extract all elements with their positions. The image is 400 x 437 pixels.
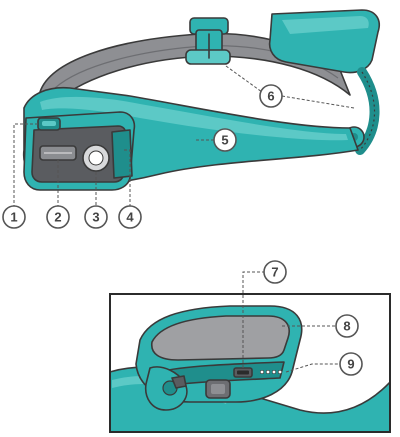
top-pad bbox=[151, 315, 290, 361]
svg-text:2: 2 bbox=[54, 210, 61, 225]
svg-text:5: 5 bbox=[221, 133, 228, 148]
svg-text:4: 4 bbox=[126, 210, 134, 225]
charge-indicator-dots bbox=[259, 369, 282, 374]
callout-7: 7 bbox=[263, 260, 287, 284]
svg-text:6: 6 bbox=[267, 89, 274, 104]
callout-9: 9 bbox=[339, 352, 363, 376]
lamp-housing bbox=[23, 111, 136, 191]
detail-panel: 7 8 9 bbox=[109, 260, 391, 433]
callout-6: 6 bbox=[259, 84, 283, 108]
svg-text:8: 8 bbox=[343, 319, 350, 334]
svg-text:3: 3 bbox=[92, 210, 99, 225]
battery-detail-illustration bbox=[111, 305, 389, 431]
rear-battery-pack bbox=[268, 9, 380, 74]
svg-text:9: 9 bbox=[347, 357, 354, 372]
callouts-top: 1 2 3 4 5 6 bbox=[2, 65, 355, 229]
callout-1: 1 bbox=[2, 205, 26, 229]
tilt-bracket bbox=[111, 129, 133, 179]
callout-3: 3 bbox=[84, 205, 108, 229]
headlamp-illustration bbox=[22, 9, 380, 191]
svg-text:1: 1 bbox=[10, 210, 17, 225]
strap-clip bbox=[185, 17, 231, 65]
callout-5: 5 bbox=[213, 128, 237, 152]
callout-2: 2 bbox=[46, 205, 70, 229]
callout-8: 8 bbox=[335, 314, 359, 338]
callout-4: 4 bbox=[118, 205, 142, 229]
svg-text:7: 7 bbox=[271, 265, 278, 280]
